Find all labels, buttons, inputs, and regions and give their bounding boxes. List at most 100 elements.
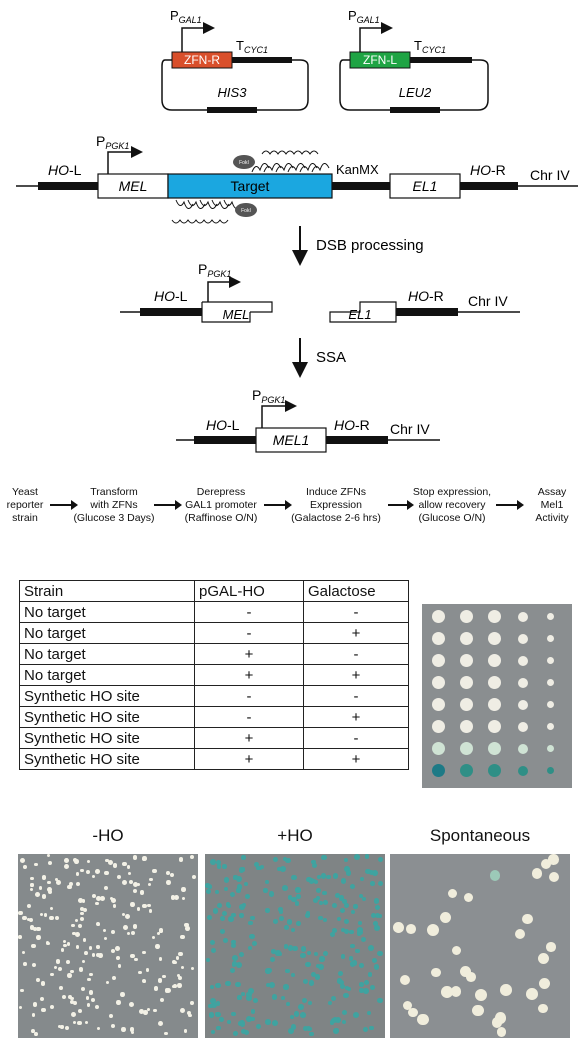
colony (81, 960, 85, 964)
colony (216, 1026, 221, 1031)
colony (83, 938, 87, 942)
yeast-spot (517, 765, 528, 776)
colony (322, 900, 328, 906)
colony (371, 870, 378, 877)
colony (546, 942, 556, 952)
colony (302, 998, 308, 1004)
workflow-arrow-icon (496, 500, 524, 510)
colony (316, 963, 321, 969)
colony (27, 904, 32, 909)
colony (67, 884, 72, 889)
colony (353, 904, 358, 909)
yeast-spot (488, 654, 501, 667)
colony (307, 950, 312, 955)
yeast-spot (517, 677, 528, 688)
colony (240, 1028, 247, 1035)
colony (95, 1004, 100, 1009)
colony (110, 948, 116, 954)
colony (178, 951, 184, 957)
colony (346, 986, 352, 992)
colony (288, 1028, 295, 1035)
colony (377, 997, 383, 1004)
colony (63, 943, 67, 947)
colony (186, 1011, 192, 1016)
colony (367, 971, 373, 977)
colony (181, 897, 185, 901)
colony (373, 964, 380, 970)
colony (369, 1025, 374, 1031)
colony (130, 902, 135, 907)
colony (231, 1011, 236, 1017)
workflow-arrow-icon (264, 500, 292, 510)
colony (370, 881, 375, 886)
colony (332, 1017, 337, 1022)
colony (31, 962, 36, 967)
colony (95, 952, 100, 957)
colony (104, 870, 109, 876)
colony (36, 926, 42, 932)
colony (353, 1012, 359, 1019)
colony (29, 925, 35, 930)
colony (370, 985, 375, 991)
colony (287, 945, 294, 951)
yeast-spot (547, 745, 554, 752)
colony (176, 973, 181, 977)
target-label: Target (231, 178, 270, 194)
colony (147, 882, 151, 887)
colony (350, 943, 356, 949)
colony (499, 983, 512, 996)
colony (86, 1003, 91, 1007)
colony (133, 881, 139, 887)
colony (361, 896, 367, 902)
colony (238, 903, 245, 910)
colony (134, 957, 138, 962)
colony (64, 858, 70, 864)
colony (85, 996, 90, 1001)
colony (399, 974, 410, 985)
colony (110, 929, 116, 935)
yeast-spot (488, 676, 501, 689)
colony (271, 994, 278, 1000)
colony (314, 974, 321, 980)
colony (291, 896, 297, 903)
colony (330, 996, 336, 1001)
repaired-locus: HO-L MEL1 HO-R Chr IV PPGK1 (176, 387, 440, 453)
colony (54, 966, 58, 970)
colony (170, 873, 175, 878)
colony (240, 867, 246, 873)
colony (342, 899, 347, 905)
yeast-spot (488, 720, 501, 733)
galactose-cell: + (303, 748, 409, 770)
colony (233, 1031, 238, 1036)
colony (108, 1014, 113, 1019)
colony (355, 948, 360, 954)
colony (29, 918, 34, 922)
colony (71, 1012, 77, 1018)
colony (327, 1000, 332, 1006)
table-row: Synthetic HO site-+ (19, 706, 409, 728)
workflow-arrow-icon (154, 500, 182, 510)
colony (341, 1020, 347, 1025)
strain-cell: Synthetic HO site (19, 748, 195, 770)
colony (245, 894, 251, 900)
workflow-arrow-icon (50, 500, 78, 510)
colony (225, 980, 232, 987)
colony (126, 931, 131, 936)
pgal-ho-cell: + (194, 748, 304, 770)
colony (268, 982, 275, 989)
colony (280, 995, 285, 1001)
colony (208, 1012, 215, 1018)
yeast-spot (488, 764, 501, 777)
colony (96, 1026, 100, 1030)
colony (226, 903, 232, 909)
colony (31, 1029, 36, 1034)
colony (23, 962, 27, 966)
colony (22, 915, 27, 921)
colony (215, 890, 220, 895)
colony (68, 994, 72, 999)
colony (366, 1010, 372, 1016)
colony (50, 972, 55, 977)
colony (431, 967, 441, 978)
colony (79, 906, 85, 912)
colony (89, 972, 93, 977)
